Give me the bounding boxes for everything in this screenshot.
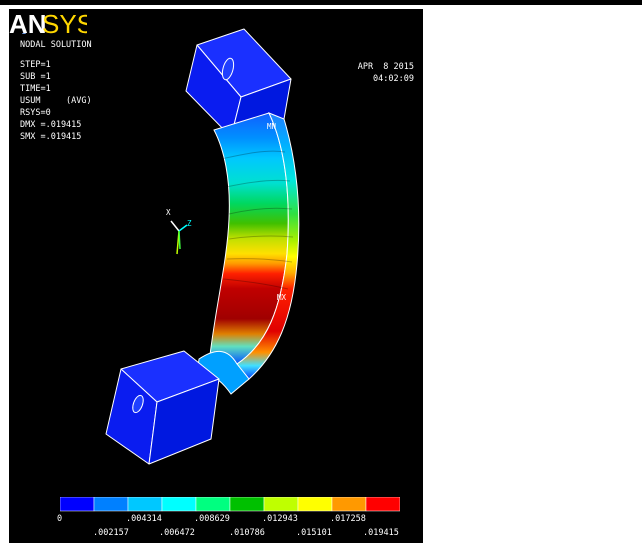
model-canvas [105,28,300,465]
legend-swatch [331,497,367,512]
solution-title: NODAL SOLUTION [20,40,92,50]
legend-swatch [161,497,197,512]
triad-z-label: Z [187,219,192,228]
ansys-logo: AN SYS [9,9,87,37]
date-text: APR 8 2015 [357,62,414,72]
logo-text-sys: SYS [42,9,87,37]
top-black-strip [0,0,642,5]
legend-label: .010786 [229,528,265,538]
solution-line: SMX =.019415 [20,132,82,142]
legend-swatch [365,497,400,512]
date-time-block: APR 8 2015 04:02:09 [358,61,414,85]
legend-swatch [263,497,299,512]
legend-swatch [60,497,95,512]
legend-label: .008629 [194,514,230,524]
solution-line: RSYS=0 [20,108,51,118]
legend-label: .004314 [126,514,162,524]
solution-line: USUM (AVG) [20,96,92,106]
lower-block [105,350,220,465]
legend-bar [60,497,400,512]
coordinate-triad [170,220,188,255]
legend-swatch [195,497,231,512]
triad-x-label: X [166,208,171,217]
legend-label: .015101 [296,528,332,538]
legend-label: 0 [57,514,63,524]
upper-block [185,28,292,138]
logo-text-an: AN [9,9,47,37]
legend-swatch [297,497,333,512]
graphics-viewport[interactable]: 1 NODAL SOLUTION STEP=1 SUB =1 TIME=1 US… [7,7,425,545]
time-text: 04:02:09 [373,74,414,84]
max-marker: MX [277,293,287,302]
legend-swatch [229,497,265,512]
solution-line: TIME=1 [20,84,51,94]
legend-swatch [93,497,129,512]
legend-label: .012943 [262,514,298,524]
legend-swatch [127,497,163,512]
legend-label: .006472 [159,528,195,538]
solution-line: STEP=1 [20,60,51,70]
contour-lines [220,150,294,290]
min-marker: MN [267,122,277,131]
window-number: 1 [21,27,27,37]
legend-label: .019415 [363,528,399,538]
solution-line: DMX =.019415 [20,120,82,130]
solution-line: SUB =1 [20,72,51,82]
legend-label: .017258 [330,514,366,524]
legend-label: .002157 [93,528,129,538]
